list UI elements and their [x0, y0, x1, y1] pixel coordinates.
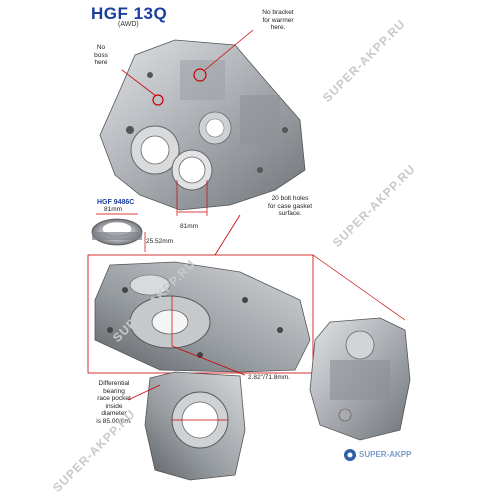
callout-line: No — [96, 44, 106, 51]
diameter-dimension: 2.82"/71.8mm. — [248, 374, 291, 381]
no-boss-callout: No boss here — [85, 44, 117, 67]
callout-line: surface. — [278, 210, 302, 217]
brand-logo-text: SUPER-AKPP — [359, 450, 412, 459]
no-bracket-callout: No bracket for warmer here. — [255, 9, 301, 32]
callout-line: No bracket — [262, 9, 294, 16]
callout-line: is 85.00mm. — [96, 417, 132, 425]
callout-line: diameter — [101, 410, 127, 417]
callout-line: race pocket — [97, 395, 131, 402]
model-title: HGF 13Q — [91, 4, 168, 23]
callout-line: bearing — [103, 387, 125, 395]
callout-line: inside — [105, 402, 123, 410]
case-bore-dimension: 81mm — [180, 223, 199, 230]
callout-line: here. — [270, 24, 286, 31]
differential-pocket-photo — [127, 371, 246, 481]
bolt-holes-leader — [214, 214, 241, 256]
bolt-holes-callout: 20 bolt holes for case gasket surface. — [262, 195, 318, 218]
case-closeup — [94, 261, 311, 376]
callout-line: Differential — [98, 380, 130, 387]
callout-line: for case gasket — [267, 202, 313, 210]
callout-line: here — [94, 59, 108, 66]
bearing-photo — [91, 213, 146, 252]
callout-line: 20 bolt holes — [271, 195, 309, 202]
drive-type-subtitle: (AWD) — [118, 21, 139, 28]
bearing-part-number: HGF 9486C — [97, 199, 135, 206]
callout-line: boss — [94, 51, 108, 59]
callout-line: for warmer — [262, 16, 294, 24]
bearing-diameter-label: 81mm — [104, 206, 123, 213]
case-side-photo — [309, 317, 411, 441]
bearing-width-label: 25.52mm — [146, 238, 174, 245]
brand-logo — [344, 449, 356, 461]
differential-callout: Differential bearing race pocket inside … — [94, 380, 134, 425]
transmission-case-top — [99, 29, 306, 216]
